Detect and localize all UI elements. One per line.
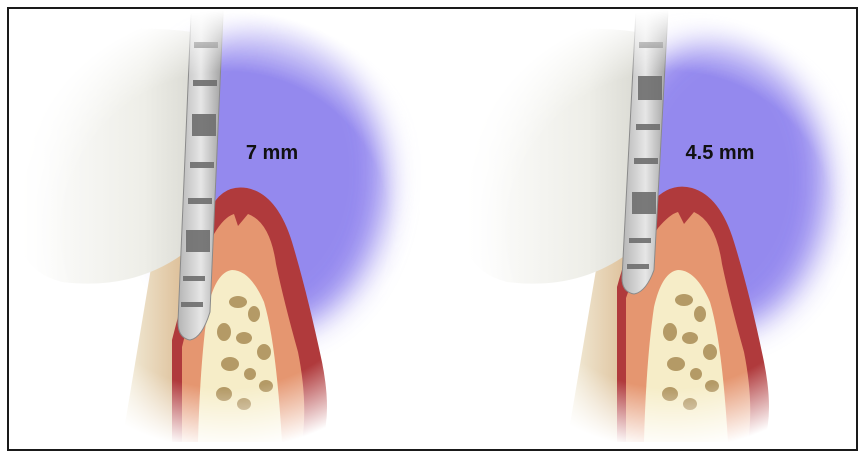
tooth-crown	[462, 29, 642, 284]
pocket-depth-label-left: 7 mm	[246, 142, 298, 164]
pocket-depth-label-right: 4.5 mm	[686, 142, 755, 164]
left-panel	[17, 7, 388, 442]
periodontal-probing-diagram: 7 mm	[7, 7, 858, 451]
diagram-frame: 7 mm	[7, 7, 858, 451]
right-panel	[462, 7, 828, 442]
tooth-crown	[17, 29, 198, 284]
